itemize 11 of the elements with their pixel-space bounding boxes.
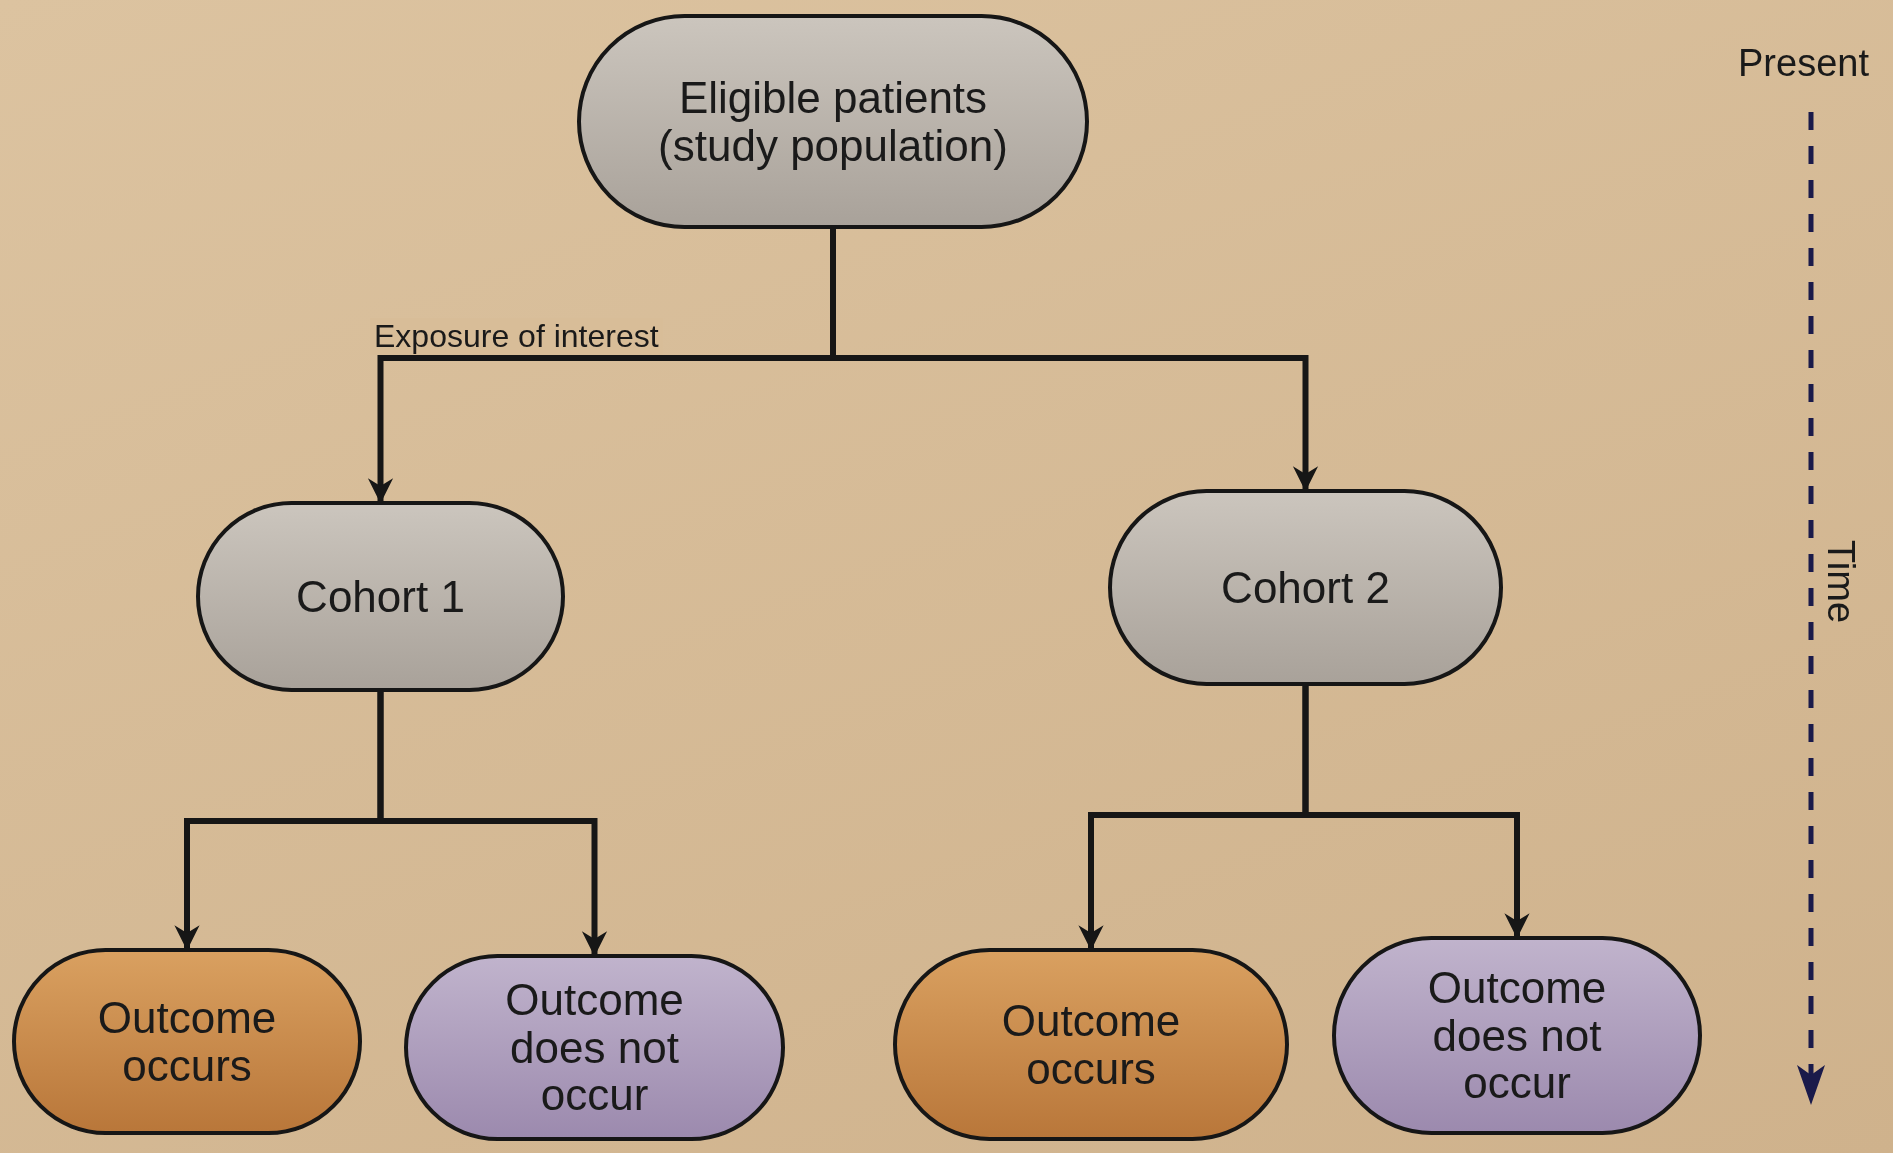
time-label: Present [1738, 42, 1869, 85]
node-label: Outcome occurs [96, 994, 278, 1089]
node-label: Cohort 2 [1221, 563, 1390, 612]
axis-label: Time [1819, 540, 1862, 624]
node-label: Outcome does not occur [504, 976, 685, 1119]
node-label: Outcome occurs [1000, 997, 1182, 1092]
node-label: Eligible patients (study population) [657, 74, 1009, 169]
arrow [377, 692, 608, 957]
arrow [1302, 686, 1530, 939]
node-label: Outcome does not occur [1426, 964, 1608, 1107]
node-label: Cohort 1 [296, 572, 465, 621]
